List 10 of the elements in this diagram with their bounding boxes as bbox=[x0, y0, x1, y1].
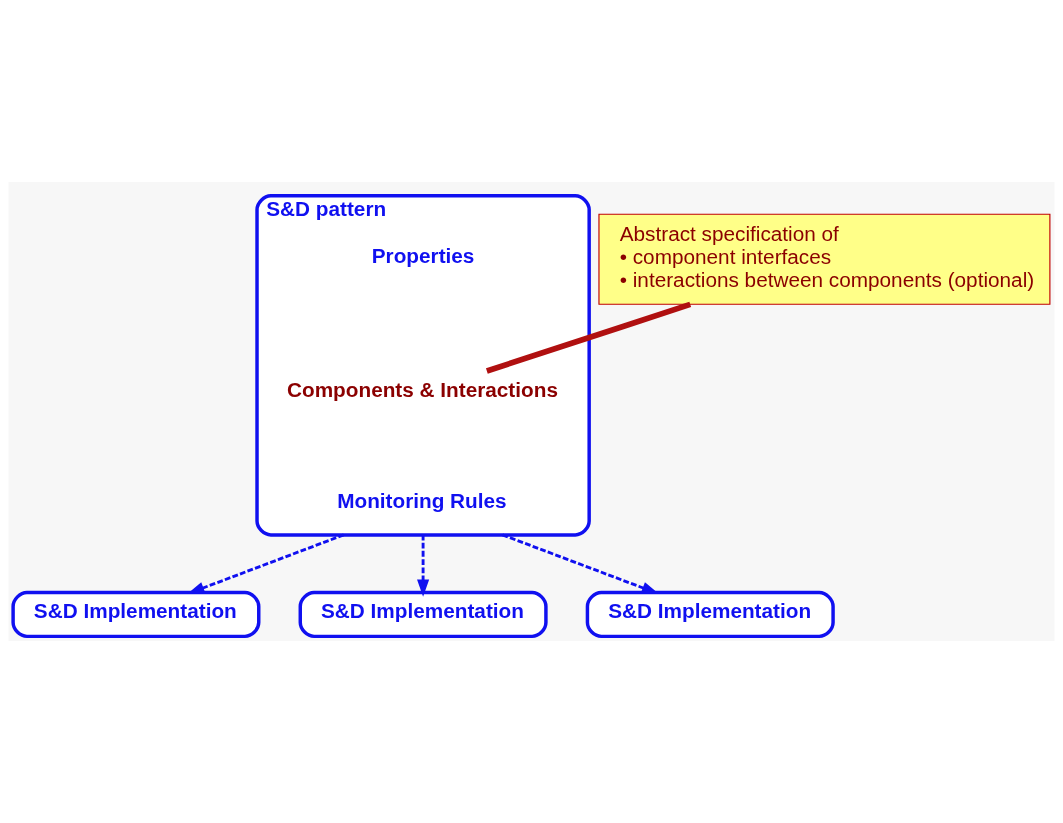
node-text: Properties bbox=[371, 244, 475, 268]
connector bbox=[485, 301, 692, 374]
arrow bbox=[417, 534, 430, 597]
node-box: S&D Implementation bbox=[11, 590, 261, 639]
node-box: Abstract specification of • component interfaces • interactions between components (optional) bbox=[598, 213, 1051, 305]
node-text: Monitoring Rules bbox=[337, 488, 507, 512]
arrow bbox=[502, 533, 659, 594]
node-box: S&D Implementation bbox=[298, 590, 548, 639]
node-box: S&D Implementation bbox=[585, 590, 835, 639]
node-text: Components & Interactions bbox=[287, 377, 558, 401]
